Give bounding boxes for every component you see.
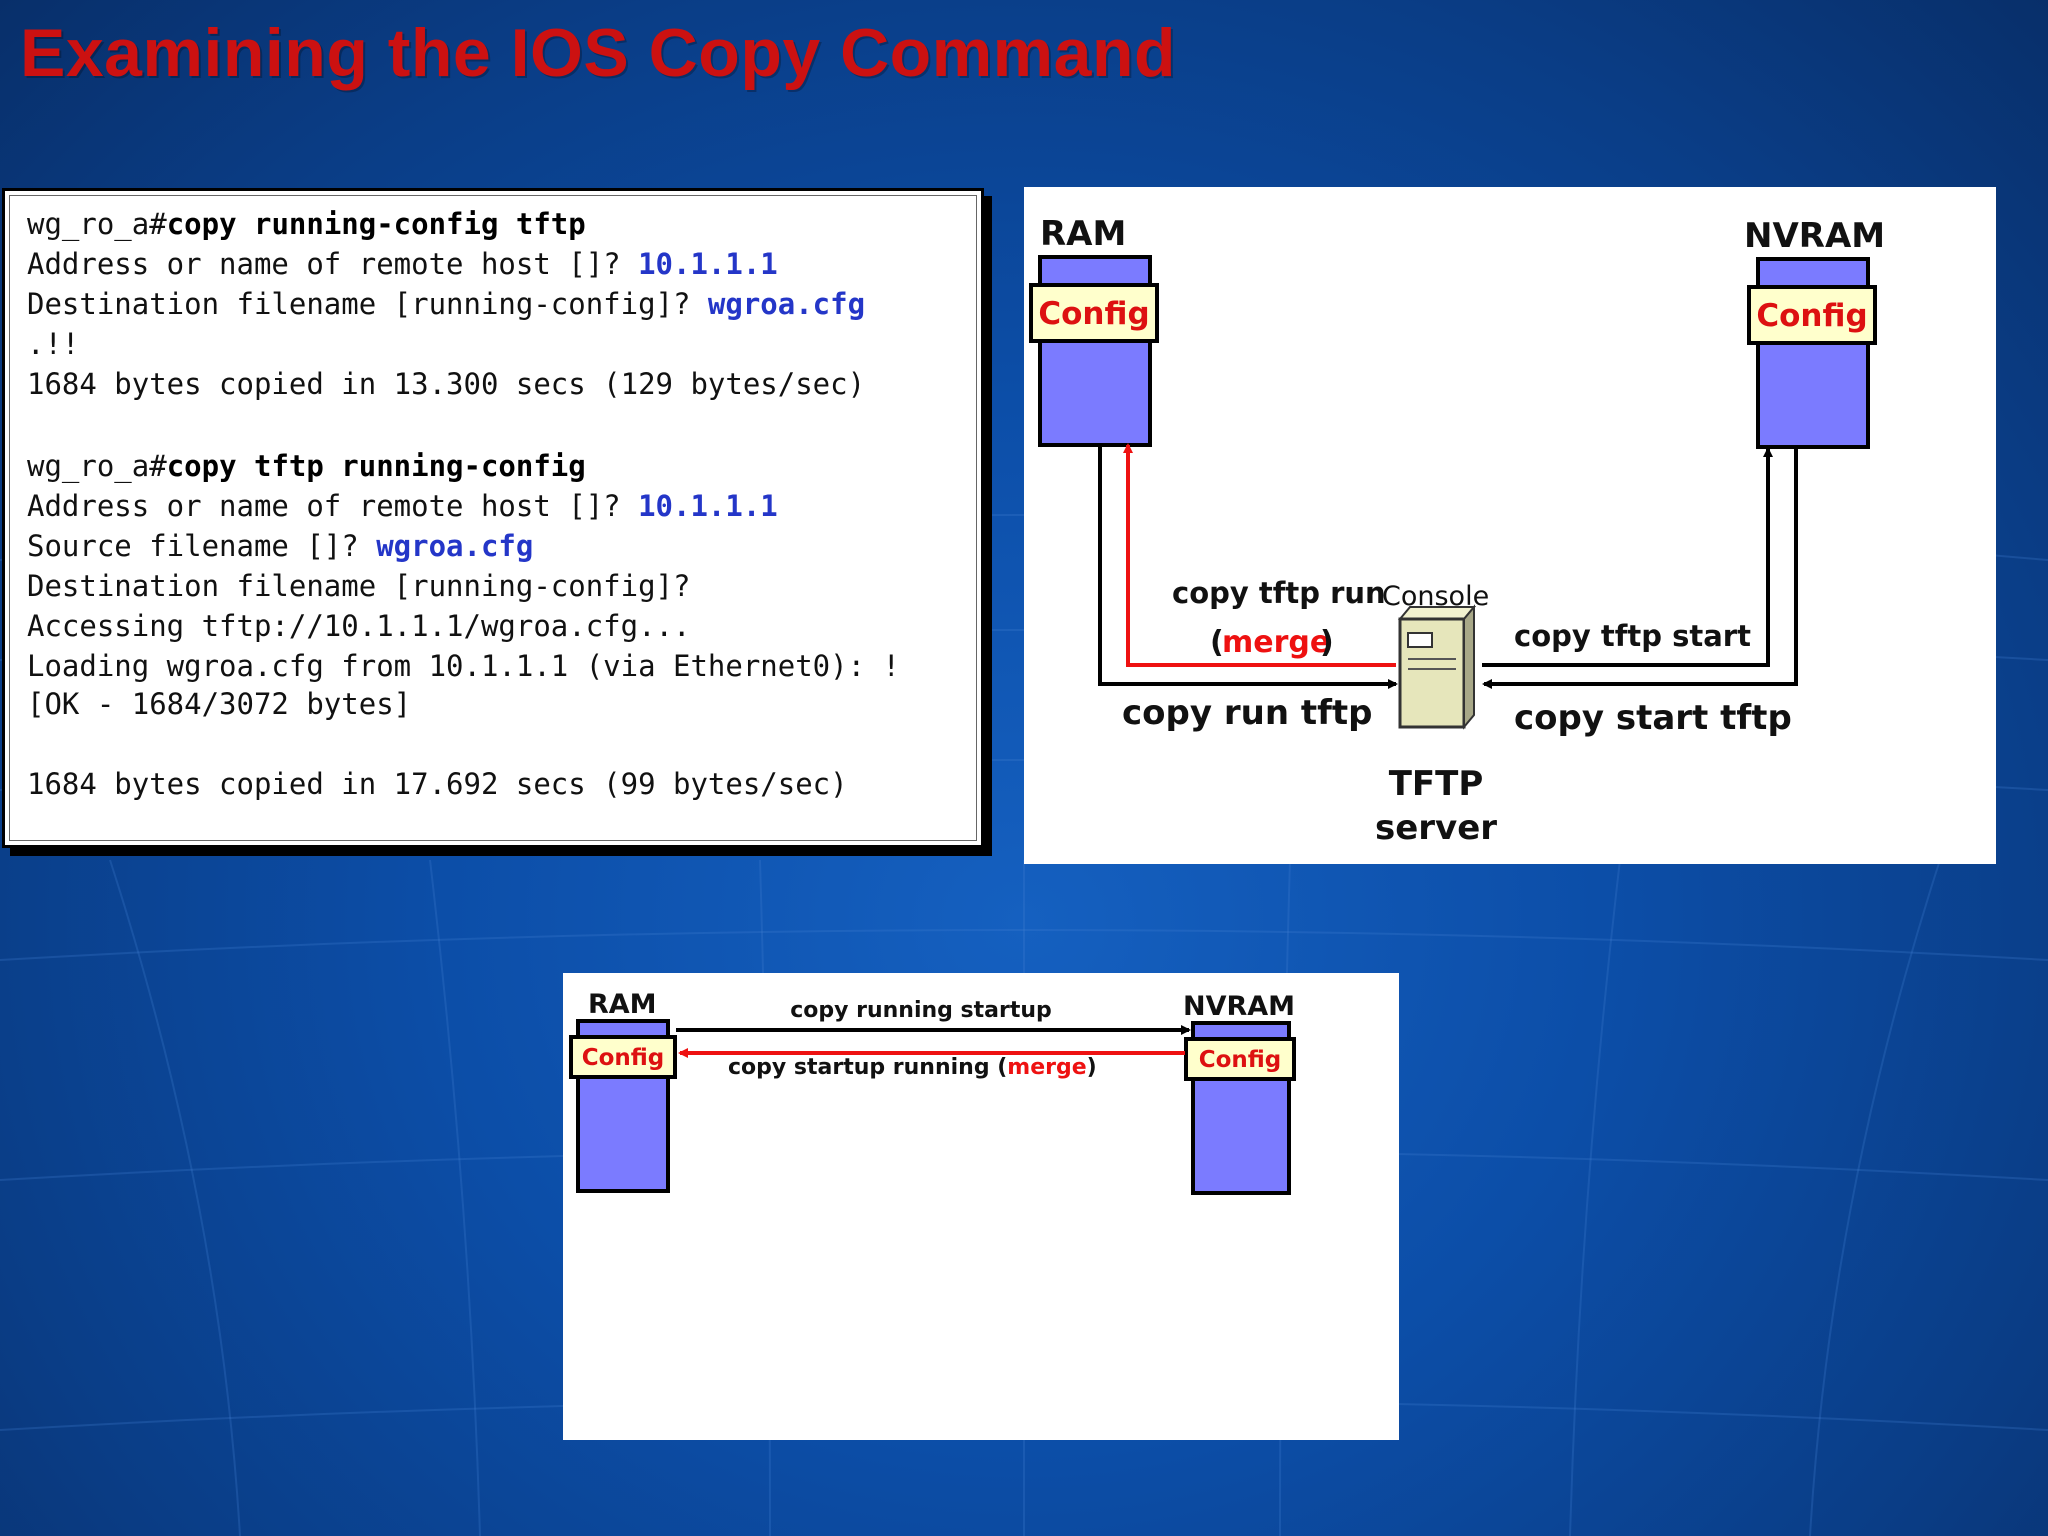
console-label: Console: [1382, 581, 1489, 612]
merge-label: merge: [1222, 625, 1330, 660]
terminal-line: Destination filename [running-config]? w…: [27, 287, 866, 321]
terminal-line: Address or name of remote host []? 10.1.…: [27, 489, 778, 523]
ram-config-box: [1029, 283, 1159, 343]
merge-paren-open: (: [1210, 625, 1224, 660]
copy-running-startup-label: copy running startup: [790, 998, 1052, 1023]
copy-tftp-run-label: copy tftp run: [1172, 576, 1386, 610]
terminal-line: Loading wgroa.cfg from 10.1.1.1 (via Eth…: [27, 649, 900, 683]
ram-label: RAM: [588, 989, 657, 1020]
terminal-line: Address or name of remote host []? 10.1.…: [27, 247, 778, 281]
terminal-line: Accessing tftp://10.1.1.1/wgroa.cfg...: [27, 609, 691, 643]
ram-config-box: [569, 1035, 677, 1079]
ram-config-label: Config: [582, 1045, 665, 1071]
tftp-copy-diagram: RAM Config NVRAM Config copy tftp run Co…: [1024, 187, 1996, 864]
copy-run-tftp-label: copy run tftp: [1122, 693, 1373, 733]
memory-copy-diagram: RAM Config NVRAM Config copy running sta…: [563, 973, 1399, 1440]
copy-tftp-start-label: copy tftp start: [1514, 619, 1751, 653]
copy-tftp-start-arrow: [1482, 447, 1773, 667]
merge-paren-close: ): [1320, 625, 1334, 660]
slide-title: Examining the IOS Copy Command: [20, 15, 1177, 91]
tftp-server-label-1: TFTP: [1389, 764, 1484, 804]
copy-tftp-run-arrow: [1123, 443, 1396, 667]
copy-start-tftp-arrow: [1482, 449, 1798, 689]
terminal-line: .!!: [27, 327, 80, 361]
terminal-line: wg_ro_a#copy running-config tftp: [27, 207, 586, 241]
nvram-config-label: Config: [1199, 1047, 1282, 1073]
terminal-line: Source filename []? wgroa.cfg: [27, 529, 534, 563]
terminal-line: [OK - 1684/3072 bytes]: [27, 687, 412, 721]
terminal-line: 1684 bytes copied in 17.692 secs (99 byt…: [27, 767, 848, 801]
terminal-line: Destination filename [running-config]?: [27, 569, 691, 603]
terminal-line: 1684 bytes copied in 13.300 secs (129 by…: [27, 367, 866, 401]
nvram-label: NVRAM: [1183, 991, 1295, 1022]
tftp-server-icon: [1397, 604, 1477, 730]
terminal-line: wg_ro_a#copy tftp running-config: [27, 449, 586, 483]
nvram-config-box: [1184, 1037, 1296, 1081]
nvram-config-label: Config: [1756, 298, 1867, 334]
nvram-label: NVRAM: [1744, 216, 1885, 256]
terminal-inner-border: [9, 195, 977, 841]
ram-label: RAM: [1040, 214, 1126, 254]
copy-startup-running-label: copy startup running (merge): [728, 1055, 1097, 1080]
copy-start-tftp-label: copy start tftp: [1514, 698, 1792, 738]
tftp-server-label-2: server: [1375, 808, 1497, 848]
ram-config-label: Config: [1038, 296, 1149, 332]
terminal-output-panel: wg_ro_a#copy running-config tftp Address…: [2, 188, 984, 848]
copy-run-tftp-arrow: [1098, 447, 1398, 689]
nvram-config-box: [1747, 285, 1877, 345]
